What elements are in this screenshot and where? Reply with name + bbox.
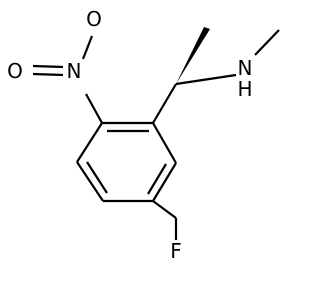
- ring-bond-c1-c2: [152, 122, 177, 164]
- ring-bond-c2-c3: [152, 162, 177, 202]
- atom-amine-hydrogen: H: [237, 77, 252, 101]
- ring-bond-c4-c5: [76, 161, 104, 202]
- bond-ring-to-nitro: [85, 93, 103, 124]
- bond-chiral-carbon-to-amine: [175, 73, 237, 86]
- atom-oxygen-top: O: [86, 7, 102, 31]
- chemical-structure: O O N N H F: [7, 7, 280, 263]
- bond-ring-to-fluorine-root: [152, 200, 177, 219]
- bond-ring-to-chiral-carbon: [152, 83, 177, 124]
- atom-nitro-nitrogen: N: [67, 59, 82, 83]
- atom-amine-nitrogen: N: [238, 56, 253, 80]
- atom-fluorine: F: [170, 239, 182, 263]
- wedge-bond-methyl: [176, 27, 210, 84]
- ring-double-bond-inner-left: [86, 161, 108, 194]
- bond-amine-to-methyl: [254, 29, 280, 56]
- nitro-double-bond-line-1: [32, 64, 64, 69]
- ring-double-bond-inner-right: [147, 163, 167, 195]
- ring-bond-c5-c6: [76, 122, 103, 163]
- nitro-double-bond-line-2: [32, 72, 64, 77]
- nitro-single-bond: [81, 35, 94, 60]
- atom-oxygen-left: O: [7, 59, 23, 83]
